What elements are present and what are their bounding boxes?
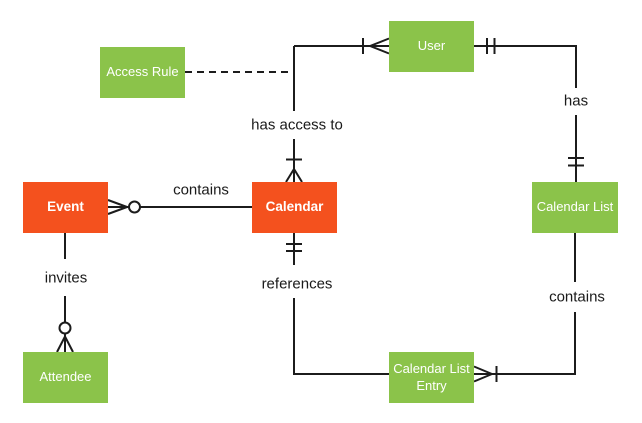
entity-label: Calendar	[265, 199, 324, 215]
edge-references-calendar-entry	[286, 233, 389, 375]
edge-contains-event-calendar	[107, 199, 252, 215]
relationship-label-contains-event-calendar: contains	[170, 181, 232, 199]
crow-foot-many-icon	[369, 37, 390, 55]
entity-user[interactable]: User	[389, 21, 474, 72]
crow-foot-many-icon	[107, 199, 128, 215]
entity-calendar-list-entry[interactable]: Calendar List Entry	[389, 352, 474, 403]
entity-access-rule[interactable]: Access Rule	[100, 47, 185, 98]
relationship-label-contains-list-entry: contains	[546, 288, 608, 306]
relationship-label-invites: invites	[41, 269, 91, 287]
relationship-label-references: references	[258, 275, 336, 293]
edge-has-access-to-calendar-user	[285, 37, 390, 183]
cardinality-zero-circle-icon	[58, 321, 72, 335]
cardinality-exactly-one-ticks-icon	[286, 243, 302, 252]
relationship-label-has-access-to: has access to	[248, 116, 346, 134]
edge-contains-calendar-list-entry	[473, 233, 576, 383]
cardinality-exactly-one-ticks-icon	[486, 38, 496, 54]
entity-event[interactable]: Event	[23, 182, 108, 233]
entity-label: Calendar List Entry	[393, 361, 470, 393]
crow-foot-many-icon	[285, 168, 303, 183]
cardinality-exactly-one-ticks-icon	[568, 157, 584, 167]
entity-calendar[interactable]: Calendar	[252, 182, 337, 233]
cardinality-zero-circle-icon	[128, 200, 141, 214]
entity-attendee[interactable]: Attendee	[23, 352, 108, 403]
entity-label: User	[417, 38, 446, 54]
edge-invites-event-attendee	[56, 233, 74, 353]
crow-foot-many-icon	[56, 336, 74, 353]
relationship-label-has: has	[560, 92, 592, 110]
entity-label: Event	[47, 199, 84, 215]
edge-has-user-calendar-list	[474, 38, 584, 182]
crow-foot-many-icon	[473, 365, 493, 383]
entity-label: Access Rule	[106, 64, 179, 80]
entity-calendar-list[interactable]: Calendar List	[532, 182, 618, 233]
entity-label: Calendar List	[536, 199, 614, 215]
entity-label: Attendee	[39, 369, 92, 385]
